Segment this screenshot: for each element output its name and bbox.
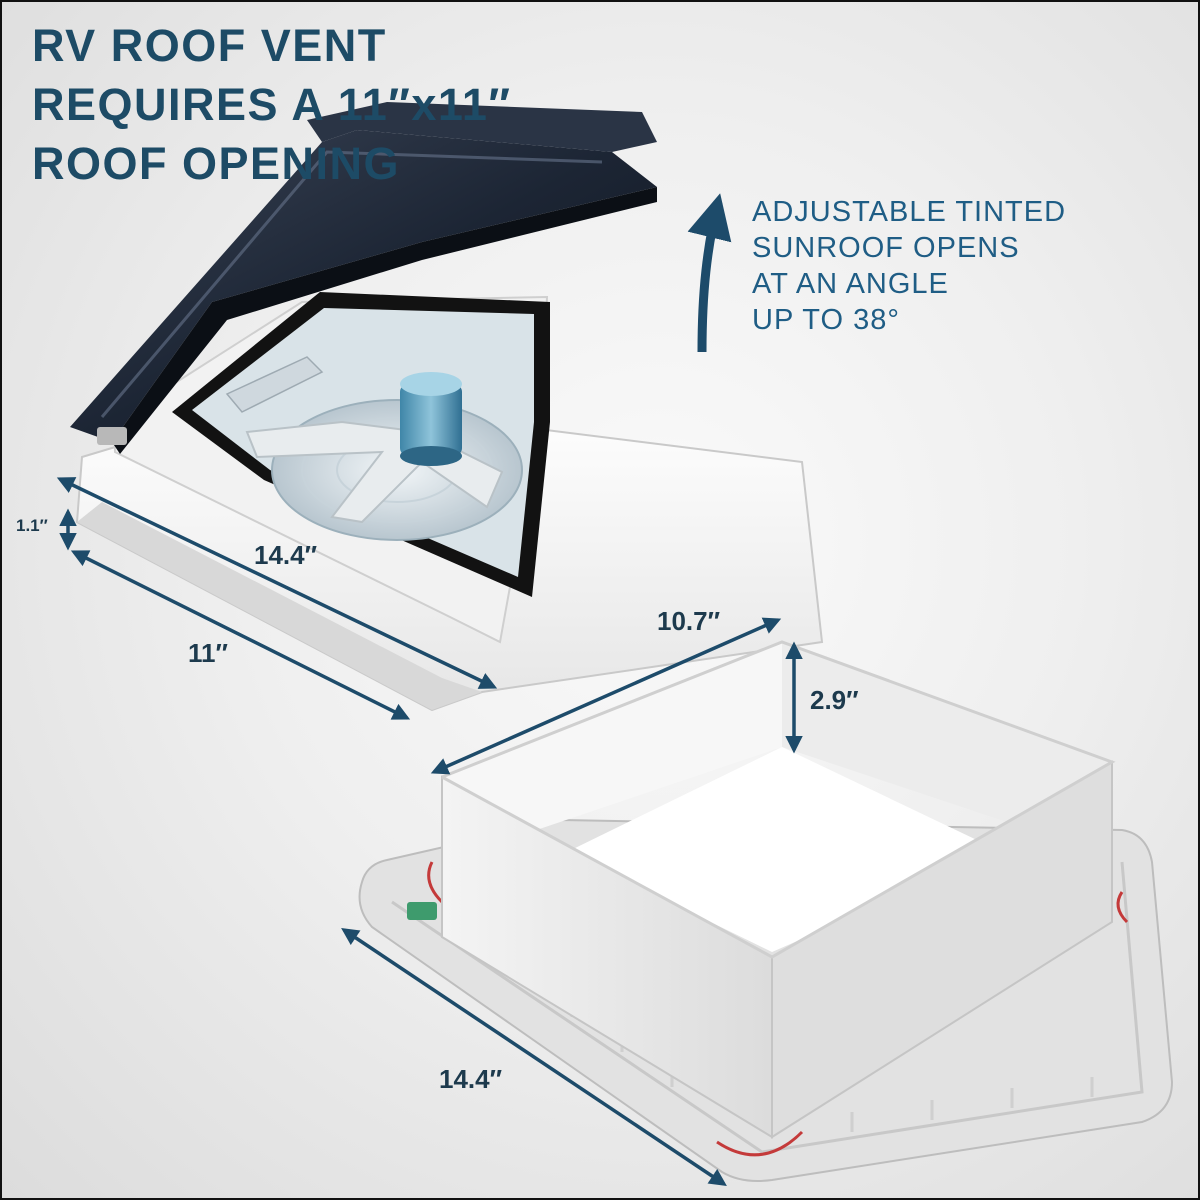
callout-line: SUNROOF OPENS xyxy=(752,232,1020,264)
garnish-opening-arrow xyxy=(430,617,782,775)
garnish-opening-label: 10.7″ xyxy=(657,606,721,636)
vent-opening-arrow xyxy=(70,550,411,720)
headline-line: REQUIRES A 11″x11″ xyxy=(32,79,512,130)
vent-opening-label: 11″ xyxy=(188,638,228,668)
garnish-flange-arrow xyxy=(341,928,727,1186)
garnish-depth-label: 2.9″ xyxy=(810,685,859,715)
vent-length-label: 14.4″ xyxy=(254,540,318,570)
garnish-inner-right xyxy=(782,642,1112,857)
ceiling-garnish-unit xyxy=(358,640,1174,1182)
fan-motor xyxy=(400,384,462,456)
vent-height-label: 1.1″ xyxy=(16,516,48,535)
callout-line: ADJUSTABLE TINTED xyxy=(752,196,1067,228)
headline-line: RV ROOF VENT xyxy=(32,20,387,71)
lid-opening-arrow xyxy=(687,193,732,353)
sunroof-callout: ADJUSTABLE TINTED SUNROOF OPENS AT AN AN… xyxy=(752,194,1066,338)
callout-line: UP TO 38° xyxy=(752,304,900,336)
callout-line: AT AN ANGLE xyxy=(752,268,949,300)
headline: RV ROOF VENT REQUIRES A 11″x11″ ROOF OPE… xyxy=(32,16,511,193)
headline-line: ROOF OPENING xyxy=(32,138,401,189)
tinted-lid xyxy=(70,130,657,442)
garnish-flange-label: 14.4″ xyxy=(439,1064,503,1094)
